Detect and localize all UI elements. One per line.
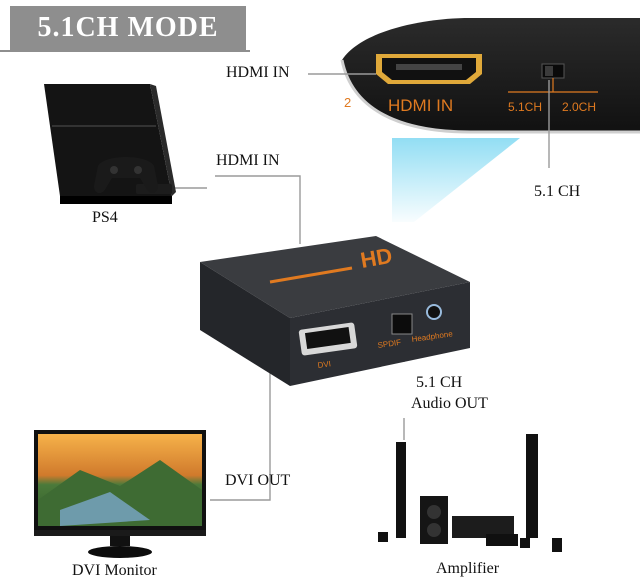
- label-dvi-out: DVI OUT: [225, 472, 291, 489]
- zoom-lens: HDMI IN 2 5.1CH 2.0CH: [340, 18, 640, 134]
- zoom-port-label: HDMI IN: [388, 96, 453, 115]
- box-dvi-label: DVI: [317, 359, 331, 370]
- ps4-console-icon: [44, 84, 176, 204]
- label-dvi-monitor: DVI Monitor: [72, 562, 157, 579]
- title-underline: [0, 50, 250, 52]
- amplifier-speakers-icon: [378, 434, 562, 552]
- hdmi-port-icon: [376, 54, 482, 84]
- box-spdif-label: SPDIF: [377, 338, 402, 350]
- mode-title: 5.1CH MODE: [10, 6, 246, 50]
- switch-right-label: 2.0CH: [562, 100, 596, 114]
- label-audio-out-line2: Audio OUT: [411, 395, 488, 412]
- zoom-port-number: 2: [344, 95, 351, 110]
- dvi-monitor-icon: [34, 430, 206, 558]
- box-logo: HD: [359, 243, 395, 273]
- headphone-port: [426, 304, 442, 320]
- converter-box-icon: HD DVI SPDIF Headphone: [200, 236, 470, 386]
- label-amplifier: Amplifier: [436, 560, 500, 577]
- label-hdmi-in-zoom: HDMI IN: [226, 64, 290, 81]
- label-ps4: PS4: [92, 209, 118, 226]
- switch-left-label: 5.1CH: [508, 100, 542, 114]
- label-audio-out-line1: 5.1 CH: [416, 374, 463, 391]
- callout-beam: [392, 138, 520, 222]
- label-5-1-ch-switch: 5.1 CH: [534, 183, 581, 200]
- spdif-port: [391, 313, 413, 335]
- label-hdmi-in: HDMI IN: [216, 152, 280, 169]
